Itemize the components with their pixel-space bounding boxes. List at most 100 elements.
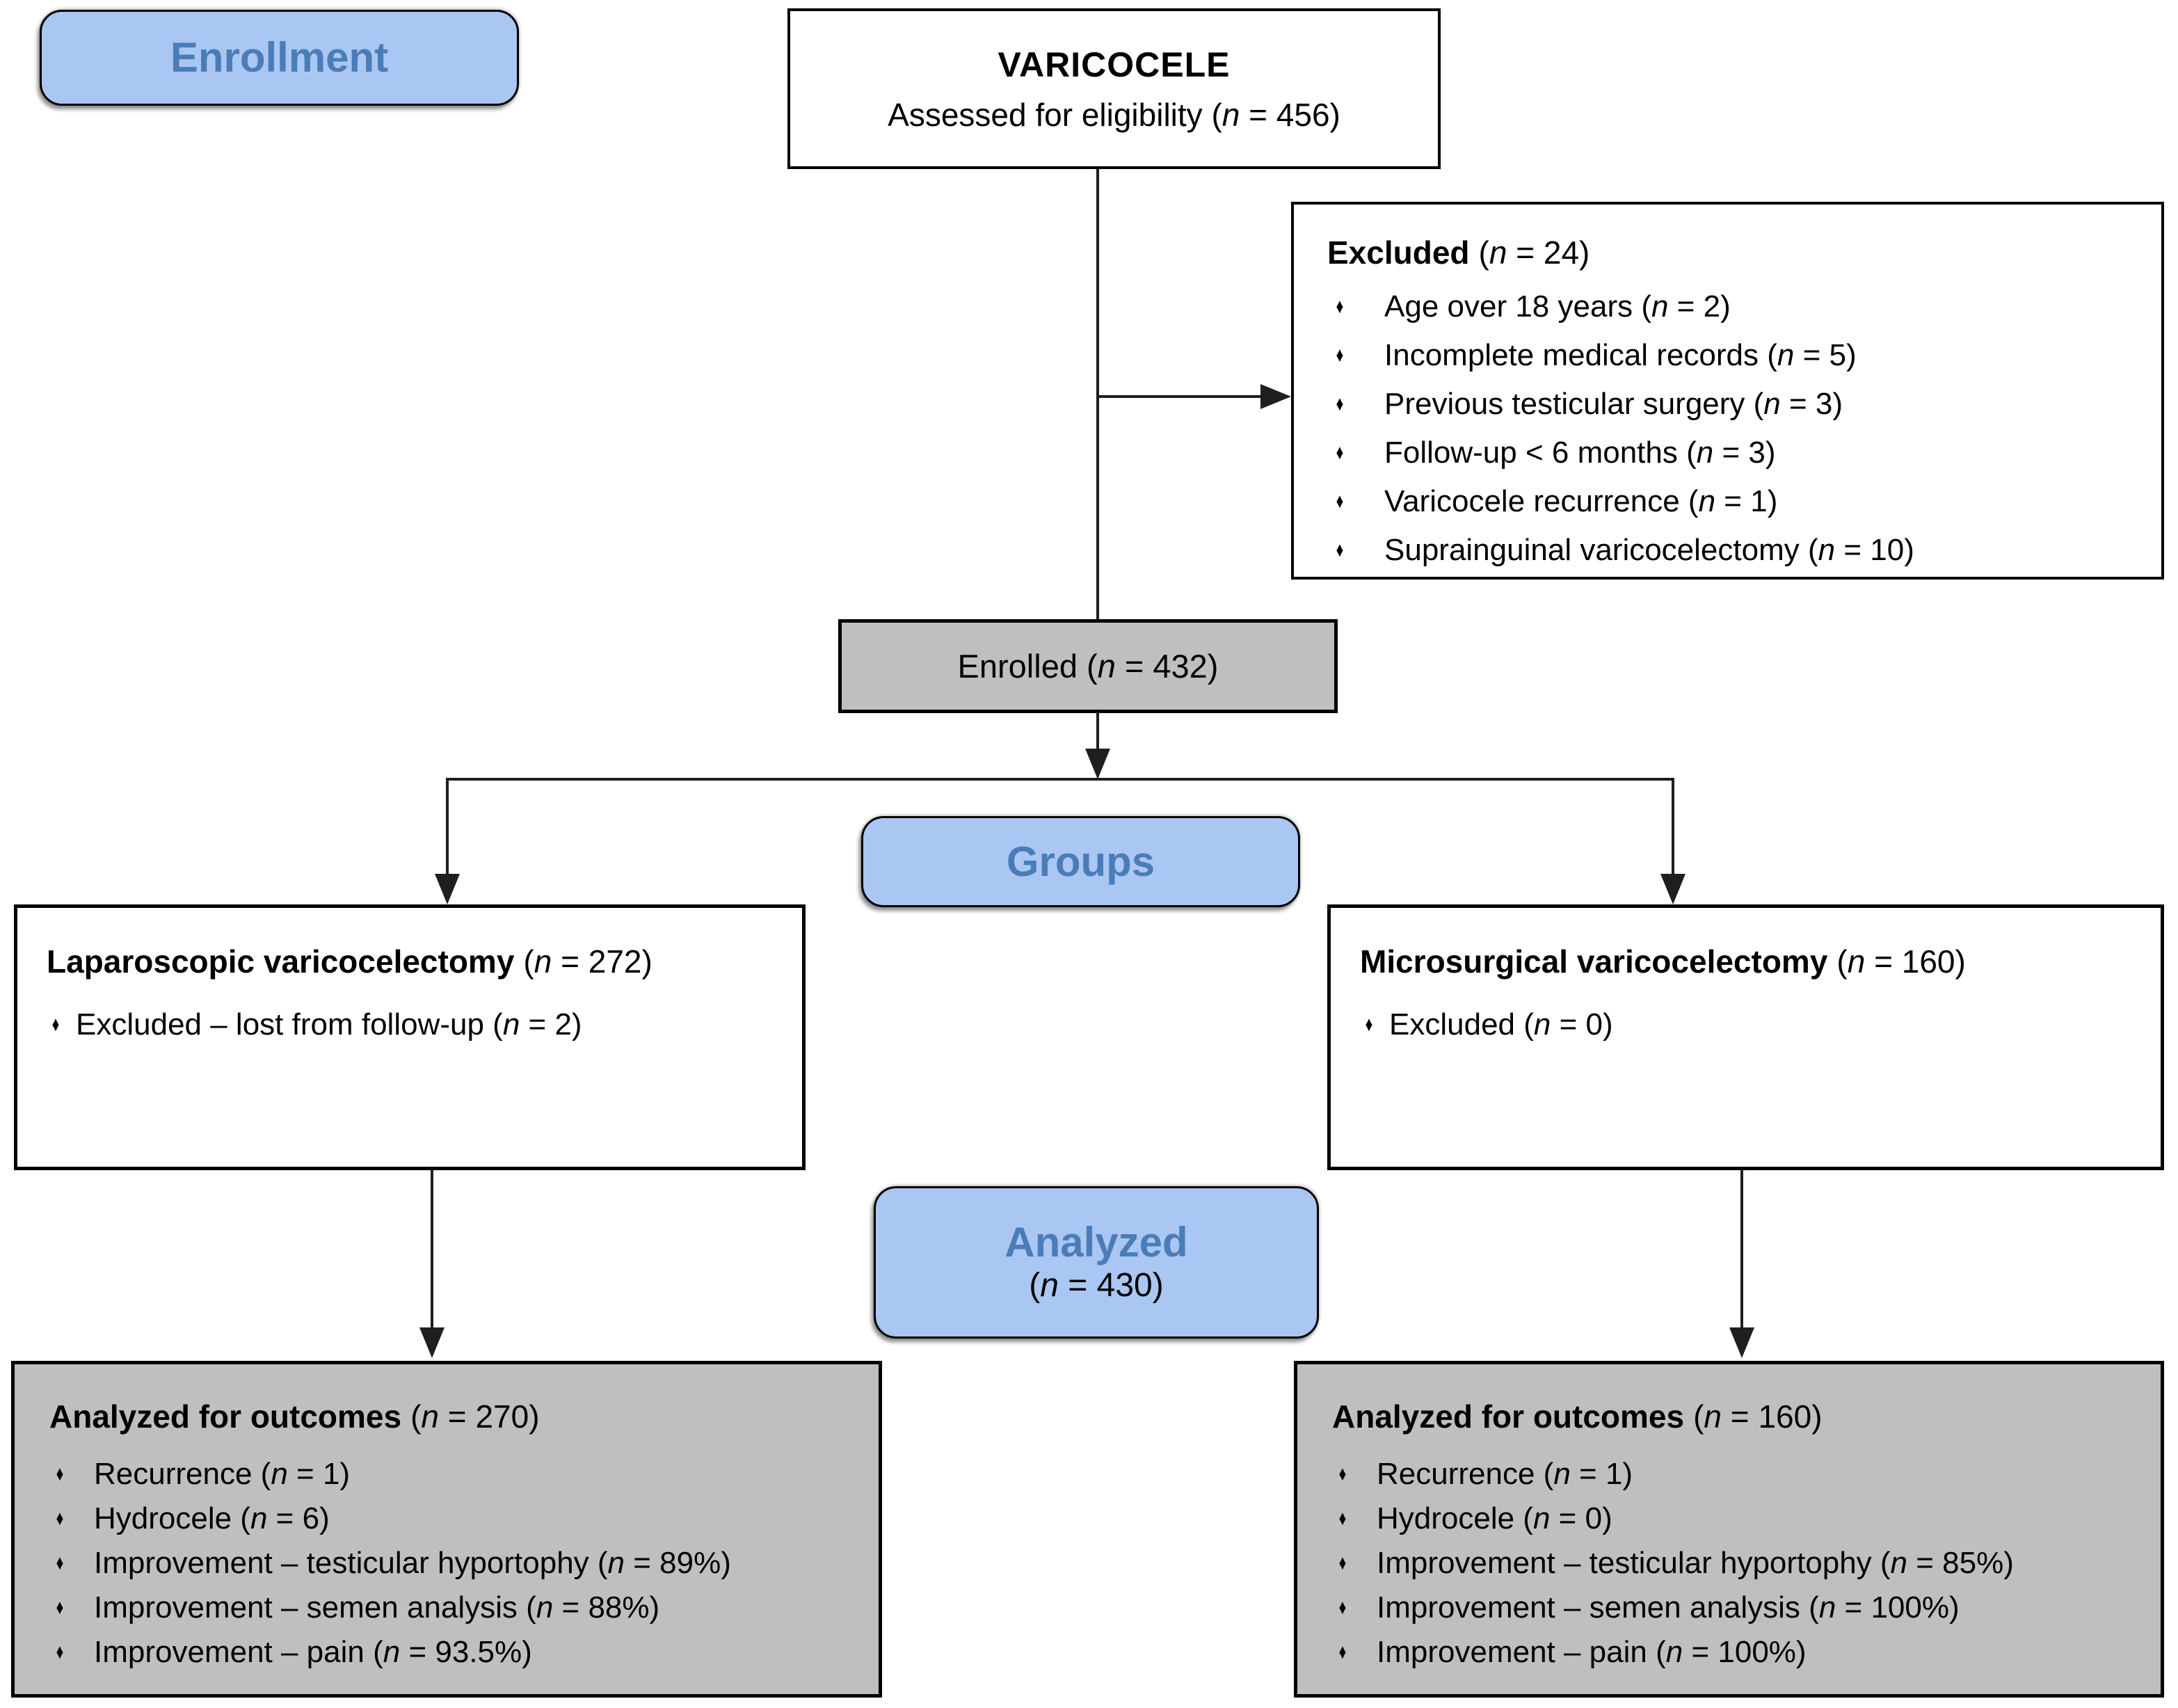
arrowhead-left-group-icon xyxy=(435,874,460,904)
outcome-row: ♦ Improvement – semen analysis (n = 100%… xyxy=(1332,1586,2144,1630)
diamond-bullet-icon: ♦ xyxy=(1336,295,1344,318)
outcomes-laparoscopic-count: (n = 270) xyxy=(410,1398,540,1435)
split-line xyxy=(446,778,1674,781)
outcome-row: ♦ Improvement – pain (n = 93.5%) xyxy=(49,1630,862,1675)
excluded-reason-row: ♦ Varicocele recurrence (n = 1) xyxy=(1327,477,2140,526)
connector-excluded-branch xyxy=(1098,395,1262,398)
arrowhead-right-outcomes-icon xyxy=(1729,1327,1754,1358)
diamond-bullet-icon: ♦ xyxy=(1336,392,1344,415)
outcomes-microsurgical-title: Analyzed for outcomes(n = 160) xyxy=(1332,1396,2144,1437)
excluded-reason-text: Varicocele recurrence (n = 1) xyxy=(1384,484,1778,518)
diamond-bullet-icon: ♦ xyxy=(1336,538,1344,561)
diamond-bullet-icon: ♦ xyxy=(56,1641,64,1663)
outcome-row: ♦ Recurrence (n = 1) xyxy=(49,1452,862,1497)
diamond-bullet-icon: ♦ xyxy=(1338,1507,1347,1530)
group-microsurgical-box: Microsurgical varicocelectomy(n = 160) ♦… xyxy=(1327,904,2164,1170)
outcome-text: Recurrence (n = 1) xyxy=(94,1457,351,1491)
outcomes-laparoscopic-box: Analyzed for outcomes(n = 270) ♦ Recurre… xyxy=(11,1361,882,1698)
diamond-bullet-icon: ♦ xyxy=(1336,344,1344,367)
outcome-row: ♦ Improvement – pain (n = 100%) xyxy=(1332,1630,2144,1675)
group-laparoscopic-note-row: ♦ Excluded – lost from follow-up (n = 2) xyxy=(47,1003,781,1047)
outcomes-laparoscopic-title-text: Analyzed for outcomes xyxy=(49,1398,402,1435)
outcome-text: Hydrocele (n = 0) xyxy=(1377,1501,1612,1535)
group-microsurgical-note-text: Excluded (n = 0) xyxy=(1389,1007,1613,1041)
outcome-row: ♦ Improvement – testicular hyportophy (n… xyxy=(1332,1541,2144,1586)
excluded-reason-row: ♦ Age over 18 years (n = 2) xyxy=(1327,282,2140,331)
group-microsurgical-count: (n = 160) xyxy=(1836,943,1966,980)
group-microsurgical-title: Microsurgical varicocelectomy(n = 160) xyxy=(1360,941,2140,982)
diamond-bullet-icon: ♦ xyxy=(1365,1013,1373,1036)
outcomes-microsurgical-count: (n = 160) xyxy=(1693,1398,1823,1435)
arrowhead-right-group-icon xyxy=(1660,874,1685,904)
outcome-text: Recurrence (n = 1) xyxy=(1377,1457,1633,1491)
outcomes-laparoscopic-title: Analyzed for outcomes(n = 270) xyxy=(49,1396,862,1437)
diamond-bullet-icon: ♦ xyxy=(1338,1462,1347,1485)
outcome-text: Improvement – pain (n = 100%) xyxy=(1377,1635,1807,1669)
stage-analyzed-box: Analyzed (n = 430) xyxy=(874,1186,1319,1339)
enrolled-count: Enrolled (n = 432) xyxy=(957,648,1219,685)
outcome-row: ♦ Hydrocele (n = 6) xyxy=(49,1497,862,1541)
stage-groups-label: Groups xyxy=(1006,838,1155,885)
diamond-bullet-icon: ♦ xyxy=(56,1507,64,1530)
diamond-bullet-icon: ♦ xyxy=(56,1596,64,1619)
excluded-title-count: (n = 24) xyxy=(1478,234,1590,271)
diamond-bullet-icon: ♦ xyxy=(1336,441,1344,464)
outcome-row: ♦ Recurrence (n = 1) xyxy=(1332,1452,2144,1497)
outcomes-microsurgical-title-text: Analyzed for outcomes xyxy=(1332,1398,1685,1435)
connector-split-to-right-group xyxy=(1672,779,1674,875)
stage-analyzed-count: (n = 430) xyxy=(1029,1266,1164,1304)
diamond-bullet-icon: ♦ xyxy=(1336,490,1344,513)
diamond-bullet-icon: ♦ xyxy=(56,1551,64,1574)
group-microsurgical-title-text: Microsurgical varicocelectomy xyxy=(1360,943,1828,980)
group-laparoscopic-box: Laparoscopic varicocelectomy(n = 272) ♦ … xyxy=(14,904,806,1170)
outcome-text: Hydrocele (n = 6) xyxy=(94,1501,330,1535)
outcome-text: Improvement – pain (n = 93.5%) xyxy=(94,1635,532,1669)
outcome-row: ♦ Hydrocele (n = 0) xyxy=(1332,1497,2144,1541)
assessed-eligibility-box: VARICOCELE Assessed for eligibility (n =… xyxy=(787,8,1441,169)
connector-enrolled-to-split xyxy=(1096,712,1099,750)
diamond-bullet-icon: ♦ xyxy=(56,1462,64,1485)
excluded-title: Excluded(n = 24) xyxy=(1327,232,2140,273)
group-laparoscopic-count: (n = 272) xyxy=(523,943,652,980)
excluded-reason-text: Suprainguinal varicocelectomy (n = 10) xyxy=(1384,533,1914,567)
excluded-box: Excluded(n = 24) ♦ Age over 18 years (n … xyxy=(1291,202,2164,580)
group-microsurgical-note-row: ♦ Excluded (n = 0) xyxy=(1360,1003,2140,1047)
connector-split-to-left-group xyxy=(446,779,449,875)
excluded-reason-text: Previous testicular surgery (n = 3) xyxy=(1384,387,1843,421)
excluded-reason-text: Incomplete medical records (n = 5) xyxy=(1384,338,1857,372)
arrowhead-split-icon xyxy=(1085,749,1110,779)
group-laparoscopic-title-text: Laparoscopic varicocelectomy xyxy=(47,943,515,980)
outcome-text: Improvement – testicular hyportophy (n =… xyxy=(1377,1546,2014,1580)
group-laparoscopic-note-text: Excluded – lost from follow-up (n = 2) xyxy=(76,1007,582,1041)
connector-assessed-to-enrolled xyxy=(1096,169,1099,621)
arrowhead-excluded-icon xyxy=(1260,384,1291,409)
stage-enrollment-box: Enrollment xyxy=(40,10,519,106)
outcome-text: Improvement – semen analysis (n = 100%) xyxy=(1377,1590,1960,1625)
diamond-bullet-icon: ♦ xyxy=(1338,1596,1347,1619)
excluded-reason-text: Age over 18 years (n = 2) xyxy=(1384,289,1731,324)
connector-left-group-to-outcomes xyxy=(431,1170,433,1329)
diamond-bullet-icon: ♦ xyxy=(1338,1551,1347,1574)
diamond-bullet-icon: ♦ xyxy=(51,1013,60,1036)
excluded-reason-row: ♦ Incomplete medical records (n = 5) xyxy=(1327,331,2140,380)
diamond-bullet-icon: ♦ xyxy=(1338,1641,1347,1663)
group-laparoscopic-title: Laparoscopic varicocelectomy(n = 272) xyxy=(47,941,781,982)
assessed-count: Assessed for eligibility (n = 456) xyxy=(888,96,1340,133)
stage-analyzed-label: Analyzed xyxy=(1004,1218,1188,1266)
excluded-reason-row: ♦ Previous testicular surgery (n = 3) xyxy=(1327,380,2140,429)
outcome-row: ♦ Improvement – semen analysis (n = 88%) xyxy=(49,1586,862,1630)
excluded-title-text: Excluded xyxy=(1327,234,1470,271)
arrowhead-left-outcomes-icon xyxy=(419,1327,445,1358)
stage-enrollment-label: Enrollment xyxy=(170,34,389,81)
outcome-row: ♦ Improvement – testicular hyportophy (n… xyxy=(49,1541,862,1586)
stage-groups-box: Groups xyxy=(861,816,1300,907)
connector-right-group-to-outcomes xyxy=(1740,1170,1743,1329)
outcomes-microsurgical-box: Analyzed for outcomes(n = 160) ♦ Recurre… xyxy=(1294,1361,2164,1698)
excluded-reason-text: Follow-up < 6 months (n = 3) xyxy=(1384,436,1776,470)
outcome-text: Improvement – semen analysis (n = 88%) xyxy=(94,1590,660,1625)
study-title: VARICOCELE xyxy=(998,45,1231,84)
outcome-text: Improvement – testicular hyportophy (n =… xyxy=(94,1546,731,1580)
enrolled-box: Enrolled (n = 432) xyxy=(838,619,1338,713)
excluded-reason-row: ♦ Follow-up < 6 months (n = 3) xyxy=(1327,429,2140,477)
